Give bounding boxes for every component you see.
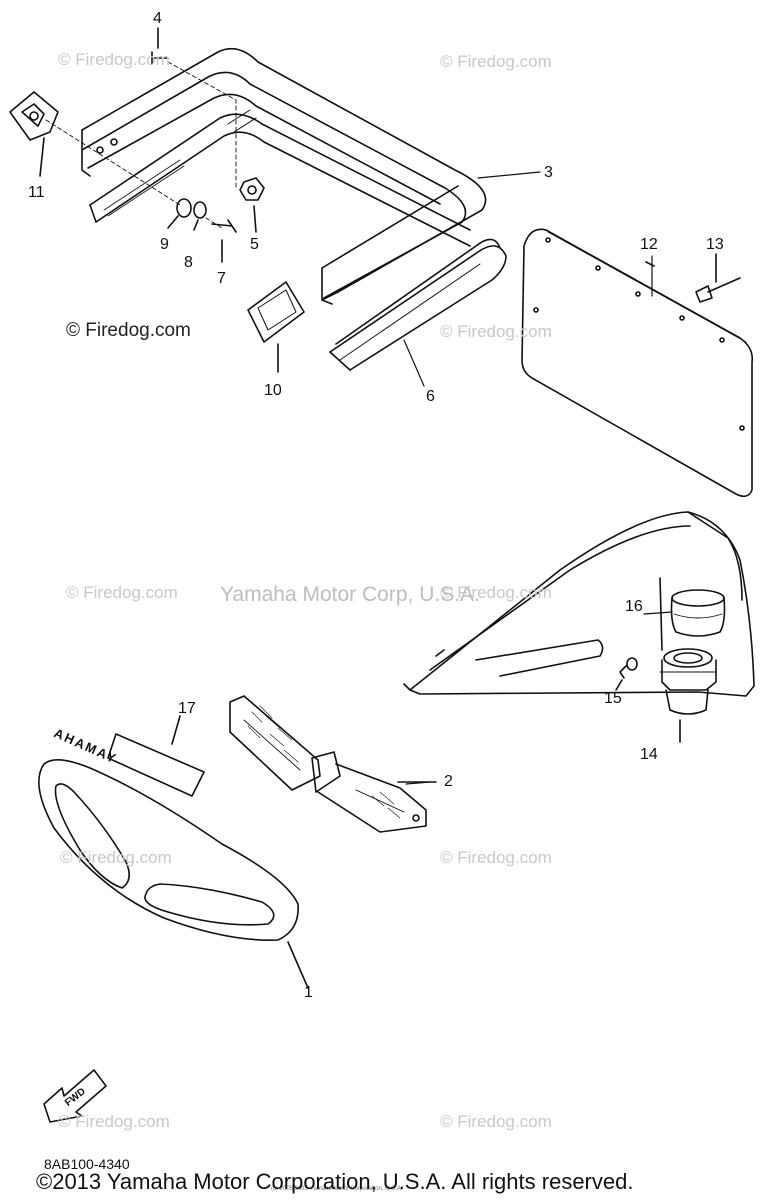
callout-16: 16 (625, 598, 643, 615)
callout-6: 6 (426, 388, 435, 405)
watermark: © Firedog.com (60, 848, 172, 867)
callout-11: 11 (28, 184, 45, 201)
callout-7: 7 (217, 270, 226, 287)
leader-lines (403, 171, 673, 785)
part-5-nut (239, 177, 265, 233)
callout-3: 3 (544, 164, 553, 181)
part-3-frame-bar (81, 47, 487, 305)
drawing-code: 8AB100-4340 (44, 1156, 130, 1172)
watermark: © Firedog.com (440, 322, 552, 341)
callout-8: 8 (184, 254, 193, 271)
copyright-notice: ©2013 Yamaha Motor Corporation, U.S.A. A… (36, 1169, 634, 1194)
watermark: © Firedog.com (58, 1112, 170, 1131)
part-7-bolt (211, 219, 237, 263)
part-2-grip (229, 695, 437, 833)
cowl-shell (403, 511, 755, 697)
watermark: © Firedog.com (440, 848, 552, 867)
part-16-cap (670, 589, 726, 637)
part-9-washer (167, 198, 192, 229)
callout-5: 5 (250, 236, 259, 253)
part-11-bracket (9, 91, 59, 177)
part-2-grip-hatch (247, 705, 401, 819)
watermark: © Firedog.com (440, 1112, 552, 1131)
part-13-screw (695, 253, 741, 303)
callout-2: 2 (444, 773, 453, 790)
callout-13: 13 (706, 236, 724, 253)
callout-9: 9 (160, 236, 169, 253)
part-8-washer (193, 201, 207, 231)
watermark: © Firedog.com (440, 52, 552, 71)
callout-17: 17 (178, 700, 196, 717)
callout-4: 4 (153, 10, 162, 27)
part-3-rubber-strip (89, 109, 471, 247)
part-15-plug (615, 657, 638, 691)
callout-15: 15 (604, 690, 622, 707)
assembly-lines (45, 61, 237, 229)
tiny-print: (c) 2005-2015 Yamaha Motor Corporation, … (271, 1186, 403, 1192)
part-12-panel (521, 228, 754, 498)
part-6-molding (329, 238, 507, 371)
callout-10: 10 (264, 382, 282, 399)
part-14-fitting (659, 648, 717, 743)
site-credit: © Firedog.com (66, 320, 191, 341)
callout-14: 14 (640, 746, 658, 763)
callout-12: 12 (640, 236, 658, 253)
watermark: © Firedog.com (440, 583, 552, 602)
part-4-screw (151, 27, 169, 65)
watermark-center: Yamaha Motor Corp, U.S.A. (220, 583, 480, 606)
callout-1: 1 (304, 984, 313, 1001)
part-1-grille (38, 759, 309, 989)
part-10-plate (247, 281, 305, 373)
part-17-decal (107, 715, 205, 797)
watermark: © Firedog.com (58, 50, 170, 69)
watermark: © Firedog.com (66, 583, 178, 602)
fwd-arrow (43, 1069, 107, 1123)
